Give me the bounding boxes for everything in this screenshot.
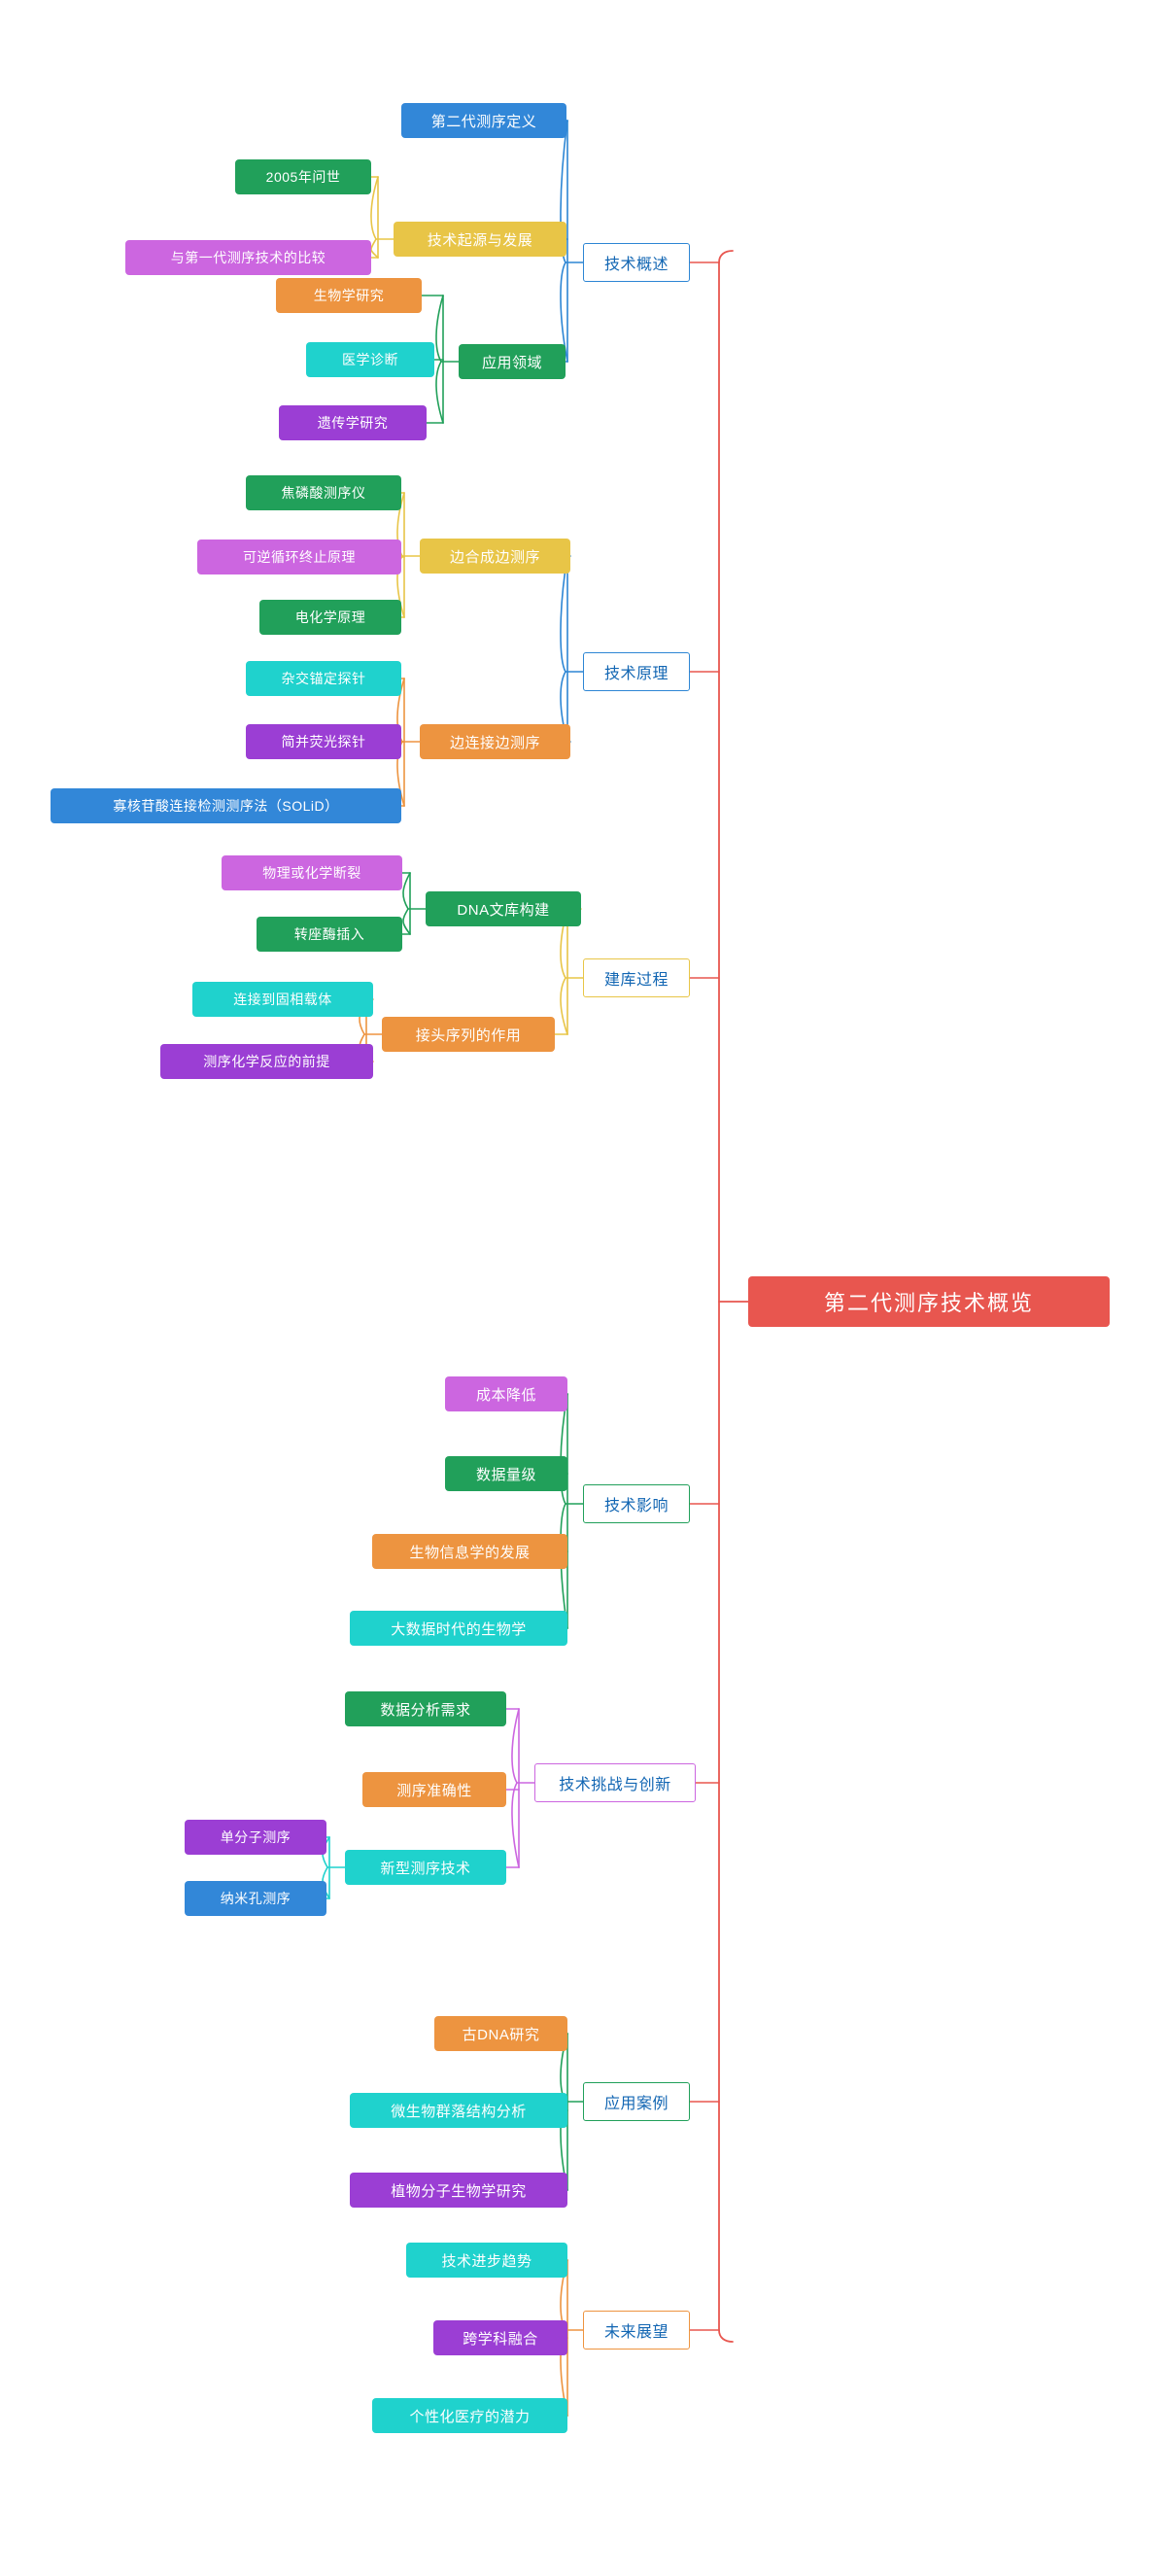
- node-label: 应用领域: [481, 354, 542, 371]
- node-label: 2005年问世: [265, 169, 341, 185]
- subnode[interactable]: 新型测序技术: [345, 1850, 506, 1885]
- leaf-node[interactable]: 单分子测序: [185, 1820, 326, 1855]
- node-label: 跨学科融合: [463, 2330, 538, 2348]
- subnode[interactable]: 生物信息学的发展: [372, 1534, 567, 1569]
- node-label: 测序准确性: [396, 1782, 472, 1799]
- subnode[interactable]: 边合成边测序: [420, 539, 570, 574]
- node-label: 物理或化学断裂: [262, 865, 361, 881]
- leaf-node[interactable]: 2005年问世: [235, 159, 371, 194]
- node-label: 技术概述: [603, 257, 669, 273]
- leaf-node[interactable]: 简并荧光探针: [246, 724, 401, 759]
- leaf-node[interactable]: 电化学原理: [259, 600, 401, 635]
- leaf-node[interactable]: 焦磷酸测序仪: [246, 475, 401, 510]
- subnode[interactable]: 成本降低: [445, 1376, 567, 1411]
- leaf-node[interactable]: 寡核苷酸连接检测测序法（SOLiD）: [51, 788, 401, 823]
- node-label: 大数据时代的生物学: [391, 1620, 527, 1638]
- branch-node-tech-overview[interactable]: 技术概述: [583, 243, 690, 282]
- leaf-node[interactable]: 生物学研究: [276, 278, 422, 313]
- node-label: 生物信息学的发展: [409, 1544, 531, 1561]
- node-label: 技术进步趋势: [441, 2252, 532, 2270]
- node-label: 植物分子生物学研究: [391, 2182, 527, 2200]
- node-label: 技术影响: [603, 1498, 669, 1514]
- branch-node-library-prep[interactable]: 建库过程: [583, 958, 690, 997]
- branch-node-future[interactable]: 未来展望: [583, 2311, 690, 2350]
- node-label: 测序化学反应的前提: [203, 1054, 330, 1069]
- node-label: 边连接边测序: [449, 734, 540, 751]
- node-label: 技术挑战与创新: [559, 1777, 671, 1793]
- node-label: 成本降低: [475, 1386, 536, 1404]
- node-label: 连接到固相载体: [233, 992, 332, 1007]
- subnode[interactable]: 微生物群落结构分析: [350, 2093, 567, 2128]
- leaf-node[interactable]: 物理或化学断裂: [222, 855, 402, 890]
- node-label: 生物学研究: [313, 288, 385, 303]
- subnode[interactable]: 测序准确性: [362, 1772, 506, 1807]
- node-label: 简并荧光探针: [281, 734, 366, 749]
- branch-node-case-studies[interactable]: 应用案例: [583, 2082, 690, 2121]
- subnode[interactable]: 数据量级: [445, 1456, 567, 1491]
- leaf-node[interactable]: 杂交锚定探针: [246, 661, 401, 696]
- leaf-node[interactable]: 与第一代测序技术的比较: [125, 240, 371, 275]
- node-label: 杂交锚定探针: [281, 671, 366, 686]
- root-node[interactable]: 第二代测序技术概览: [748, 1276, 1110, 1327]
- subnode[interactable]: 第二代测序定义: [401, 103, 566, 138]
- node-label: 古DNA研究: [462, 2026, 540, 2043]
- node-label: 可逆循环终止原理: [243, 549, 356, 565]
- branch-node-tech-principle[interactable]: 技术原理: [583, 652, 690, 691]
- node-label: 数据分析需求: [380, 1701, 471, 1719]
- branch-node-challenges[interactable]: 技术挑战与创新: [534, 1763, 696, 1802]
- subnode[interactable]: 边连接边测序: [420, 724, 570, 759]
- leaf-node[interactable]: 转座酶插入: [257, 917, 402, 952]
- node-label: 焦磷酸测序仪: [281, 485, 366, 501]
- node-label: 边合成边测序: [449, 548, 540, 566]
- subnode[interactable]: 接头序列的作用: [382, 1017, 555, 1052]
- node-label: 与第一代测序技术的比较: [170, 250, 326, 265]
- subnode[interactable]: 技术进步趋势: [406, 2243, 567, 2278]
- subnode[interactable]: 古DNA研究: [434, 2016, 567, 2051]
- branch-node-tech-impact[interactable]: 技术影响: [583, 1484, 690, 1523]
- node-label: 电化学原理: [294, 609, 366, 625]
- subnode[interactable]: 技术起源与发展: [394, 222, 566, 257]
- leaf-node[interactable]: 测序化学反应的前提: [160, 1044, 373, 1079]
- node-label: 技术起源与发展: [427, 231, 533, 249]
- node-label: 微生物群落结构分析: [391, 2103, 527, 2120]
- node-label: 技术原理: [603, 666, 669, 682]
- leaf-node[interactable]: 医学诊断: [306, 342, 434, 377]
- node-label: 医学诊断: [342, 352, 398, 367]
- node-label: 新型测序技术: [380, 1860, 471, 1877]
- subnode[interactable]: DNA文库构建: [426, 891, 581, 926]
- subnode[interactable]: 数据分析需求: [345, 1691, 506, 1726]
- subnode[interactable]: 植物分子生物学研究: [350, 2173, 567, 2208]
- leaf-node[interactable]: 遗传学研究: [279, 405, 427, 440]
- node-label: 未来展望: [603, 2324, 669, 2341]
- subnode[interactable]: 大数据时代的生物学: [350, 1611, 567, 1646]
- leaf-node[interactable]: 可逆循环终止原理: [197, 540, 401, 574]
- node-label: 接头序列的作用: [415, 1027, 522, 1044]
- node-label: 应用案例: [603, 2096, 669, 2112]
- node-label: 寡核苷酸连接检测测序法（SOLiD）: [113, 798, 339, 814]
- node-label: DNA文库构建: [457, 901, 550, 919]
- leaf-node[interactable]: 连接到固相载体: [192, 982, 373, 1017]
- node-label: 纳米孔测序: [220, 1891, 292, 1906]
- node-label: 第二代测序定义: [430, 113, 537, 130]
- node-label: 数据量级: [475, 1466, 536, 1483]
- node-label: 单分子测序: [220, 1829, 292, 1845]
- subnode[interactable]: 跨学科融合: [433, 2320, 567, 2355]
- node-label: 个性化医疗的潜力: [409, 2408, 531, 2425]
- node-label: 转座酶插入: [293, 926, 365, 942]
- subnode[interactable]: 个性化医疗的潜力: [372, 2398, 567, 2433]
- node-label: 遗传学研究: [317, 415, 389, 431]
- node-label: 第二代测序技术概览: [823, 1291, 1034, 1315]
- node-label: 建库过程: [603, 972, 669, 989]
- subnode[interactable]: 应用领域: [459, 344, 566, 379]
- leaf-node[interactable]: 纳米孔测序: [185, 1881, 326, 1916]
